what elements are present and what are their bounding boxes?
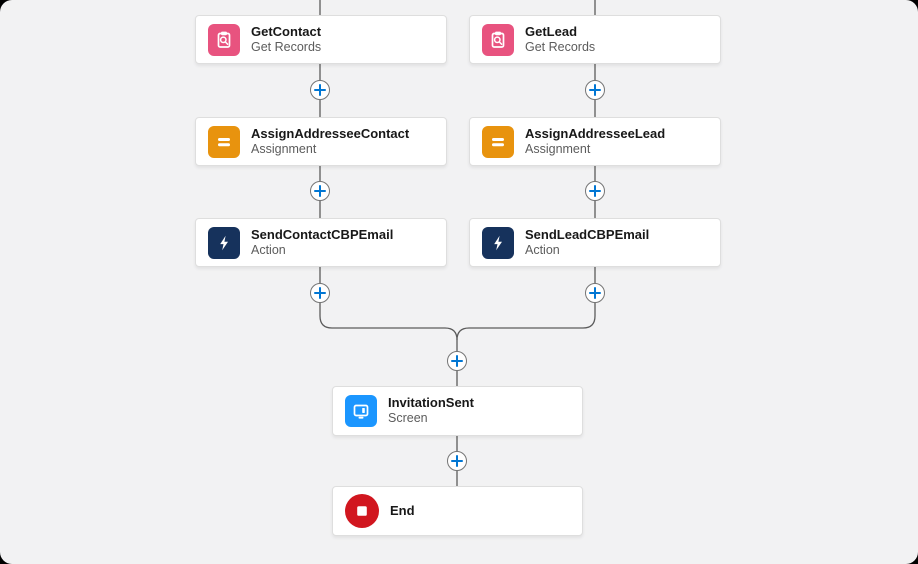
add-element-button[interactable] bbox=[585, 80, 605, 100]
node-title: InvitationSent bbox=[388, 395, 474, 411]
node-subtitle: Assignment bbox=[525, 141, 591, 156]
add-element-button[interactable] bbox=[310, 181, 330, 201]
node-text: InvitationSent Screen bbox=[388, 395, 474, 427]
node-subtitle: Get Records bbox=[525, 39, 596, 54]
node-subtitle: Get Records bbox=[251, 39, 322, 54]
flow-node-send-lead-cbp-email[interactable]: SendLeadCBPEmail Action bbox=[469, 218, 721, 267]
flow-node-send-contact-cbp-email[interactable]: SendContactCBPEmail Action bbox=[195, 218, 447, 267]
flow-node-invitation-sent[interactable]: InvitationSent Screen bbox=[332, 386, 583, 436]
flow-node-get-lead[interactable]: GetLead Get Records bbox=[469, 15, 721, 64]
add-element-button[interactable] bbox=[447, 351, 467, 371]
node-text: End bbox=[390, 503, 415, 519]
node-subtitle: Screen bbox=[388, 411, 428, 426]
lightning-bolt-icon bbox=[482, 226, 514, 259]
lightning-bolt-icon bbox=[208, 226, 240, 259]
assignment-icon bbox=[208, 125, 240, 158]
add-element-button[interactable] bbox=[447, 451, 467, 471]
node-title: AssignAddresseeContact bbox=[251, 125, 410, 141]
node-title: AssignAddresseeLead bbox=[525, 125, 666, 141]
record-lookup-icon bbox=[208, 23, 240, 56]
flow-node-assign-addressee-contact[interactable]: AssignAddresseeContact Assignment bbox=[195, 117, 447, 166]
record-lookup-icon bbox=[482, 23, 514, 56]
add-element-button[interactable] bbox=[585, 181, 605, 201]
node-text: AssignAddresseeContact Assignment bbox=[251, 126, 409, 158]
flow-node-get-contact[interactable]: GetContact Get Records bbox=[195, 15, 447, 64]
node-text: SendLeadCBPEmail Action bbox=[525, 227, 649, 259]
flow-node-assign-addressee-lead[interactable]: AssignAddresseeLead Assignment bbox=[469, 117, 721, 166]
node-title: SendLeadCBPEmail bbox=[525, 226, 650, 242]
monitor-icon bbox=[345, 395, 377, 427]
node-title: GetLead bbox=[525, 23, 578, 39]
node-subtitle: Action bbox=[525, 242, 560, 257]
flow-node-end[interactable]: End bbox=[332, 486, 583, 536]
add-element-button[interactable] bbox=[310, 283, 330, 303]
assignment-icon bbox=[482, 125, 514, 158]
node-text: SendContactCBPEmail Action bbox=[251, 227, 393, 259]
add-element-button[interactable] bbox=[585, 283, 605, 303]
node-title: End bbox=[390, 502, 415, 518]
node-title: SendContactCBPEmail bbox=[251, 226, 394, 242]
node-title: GetContact bbox=[251, 23, 322, 39]
node-subtitle: Action bbox=[251, 242, 286, 257]
node-text: GetContact Get Records bbox=[251, 24, 321, 56]
stop-icon bbox=[345, 494, 379, 528]
node-text: AssignAddresseeLead Assignment bbox=[525, 126, 665, 158]
add-element-button[interactable] bbox=[310, 80, 330, 100]
node-text: GetLead Get Records bbox=[525, 24, 595, 56]
node-subtitle: Assignment bbox=[251, 141, 317, 156]
